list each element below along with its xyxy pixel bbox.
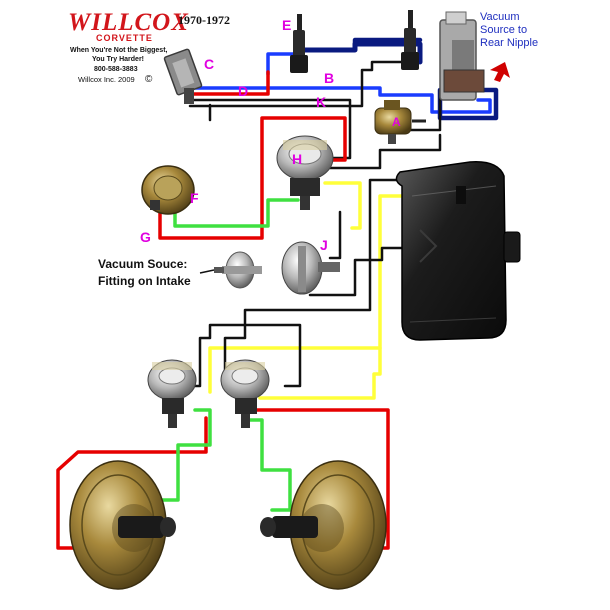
hose-line-black-top bbox=[188, 60, 412, 122]
brand-logo: WILLCOX bbox=[68, 9, 189, 36]
vacuum-unit-j bbox=[281, 241, 340, 295]
hose-line-black-mid bbox=[328, 133, 442, 170]
hose-line-green-lower-left bbox=[148, 408, 212, 502]
delay-valve-a bbox=[374, 100, 426, 144]
vacuum-reservoir-tank bbox=[395, 161, 521, 341]
label-h: H bbox=[292, 151, 302, 167]
label-c: C bbox=[204, 56, 214, 72]
label-e: E bbox=[282, 17, 291, 33]
hose-line-yellow-top bbox=[323, 181, 362, 230]
annotation-vacuum-intake-line-2: Fitting on Intake bbox=[98, 274, 191, 288]
hose-line-d-red bbox=[188, 70, 270, 96]
vacuum-source-carburetor bbox=[439, 11, 510, 101]
copyright-icon: © bbox=[145, 74, 153, 85]
solenoid-valve-e bbox=[290, 14, 308, 73]
label-j: J bbox=[320, 237, 328, 253]
hose-line-black-lower bbox=[188, 323, 302, 388]
headlight-actuator-drum-right bbox=[260, 460, 387, 590]
annotation-vacuum-intake-line-1: Vacuum Souce: bbox=[98, 257, 187, 271]
phone-number: 800-588-3883 bbox=[94, 66, 138, 73]
copyright-text: Willcox Inc. 2009 bbox=[78, 75, 135, 84]
solenoid-valve-right bbox=[401, 10, 419, 70]
hose-line-green-lower-right bbox=[248, 418, 292, 512]
brand-sub: CORVETTE bbox=[96, 33, 153, 43]
annotation-vacuum-rear-line-2: Source to bbox=[480, 24, 527, 36]
component-labels: A B C D E F G H J K bbox=[140, 17, 401, 253]
vacuum-actuator-h bbox=[276, 135, 334, 210]
intake-pointer-line bbox=[199, 269, 215, 274]
label-d: D bbox=[238, 83, 248, 99]
annotation-vacuum-rear-line-1: Vacuum bbox=[480, 11, 520, 23]
years-label: 1970-1972 bbox=[178, 13, 230, 27]
brand-header: WILLCOX CORVETTE 1970-1972 When You're N… bbox=[68, 9, 230, 85]
vacuum-actuator-lower-left bbox=[147, 359, 197, 428]
tagline-line-2: You Try Harder! bbox=[92, 56, 144, 63]
pointer-arrow-icon bbox=[490, 62, 510, 82]
annotation-vacuum-rear-line-3: Rear Nipple bbox=[480, 37, 538, 49]
tagline-line-1: When You're Not the Biggest, bbox=[70, 47, 168, 54]
annotation-vacuum-rear: Vacuum Source to Rear Nipple bbox=[480, 11, 538, 49]
label-g: G bbox=[140, 229, 151, 245]
label-f: F bbox=[190, 190, 199, 206]
vacuum-actuator-lower-right bbox=[220, 359, 270, 428]
annotation-vacuum-intake: Vacuum Souce: Fitting on Intake bbox=[98, 257, 191, 288]
hose-line-yellow-lower bbox=[258, 346, 382, 400]
label-a: A bbox=[392, 115, 401, 129]
vacuum-canister-g bbox=[141, 165, 195, 215]
headlight-actuator-drum-left bbox=[69, 460, 176, 590]
label-k: K bbox=[316, 94, 326, 110]
hose-line-b-blue bbox=[188, 52, 492, 114]
relay-valve-c bbox=[163, 48, 203, 104]
label-b: B bbox=[324, 70, 334, 86]
intake-fitting bbox=[214, 251, 262, 289]
hose-line-k-black bbox=[188, 98, 352, 160]
hose-line-red-h bbox=[158, 116, 347, 240]
hose-lines bbox=[56, 37, 499, 550]
